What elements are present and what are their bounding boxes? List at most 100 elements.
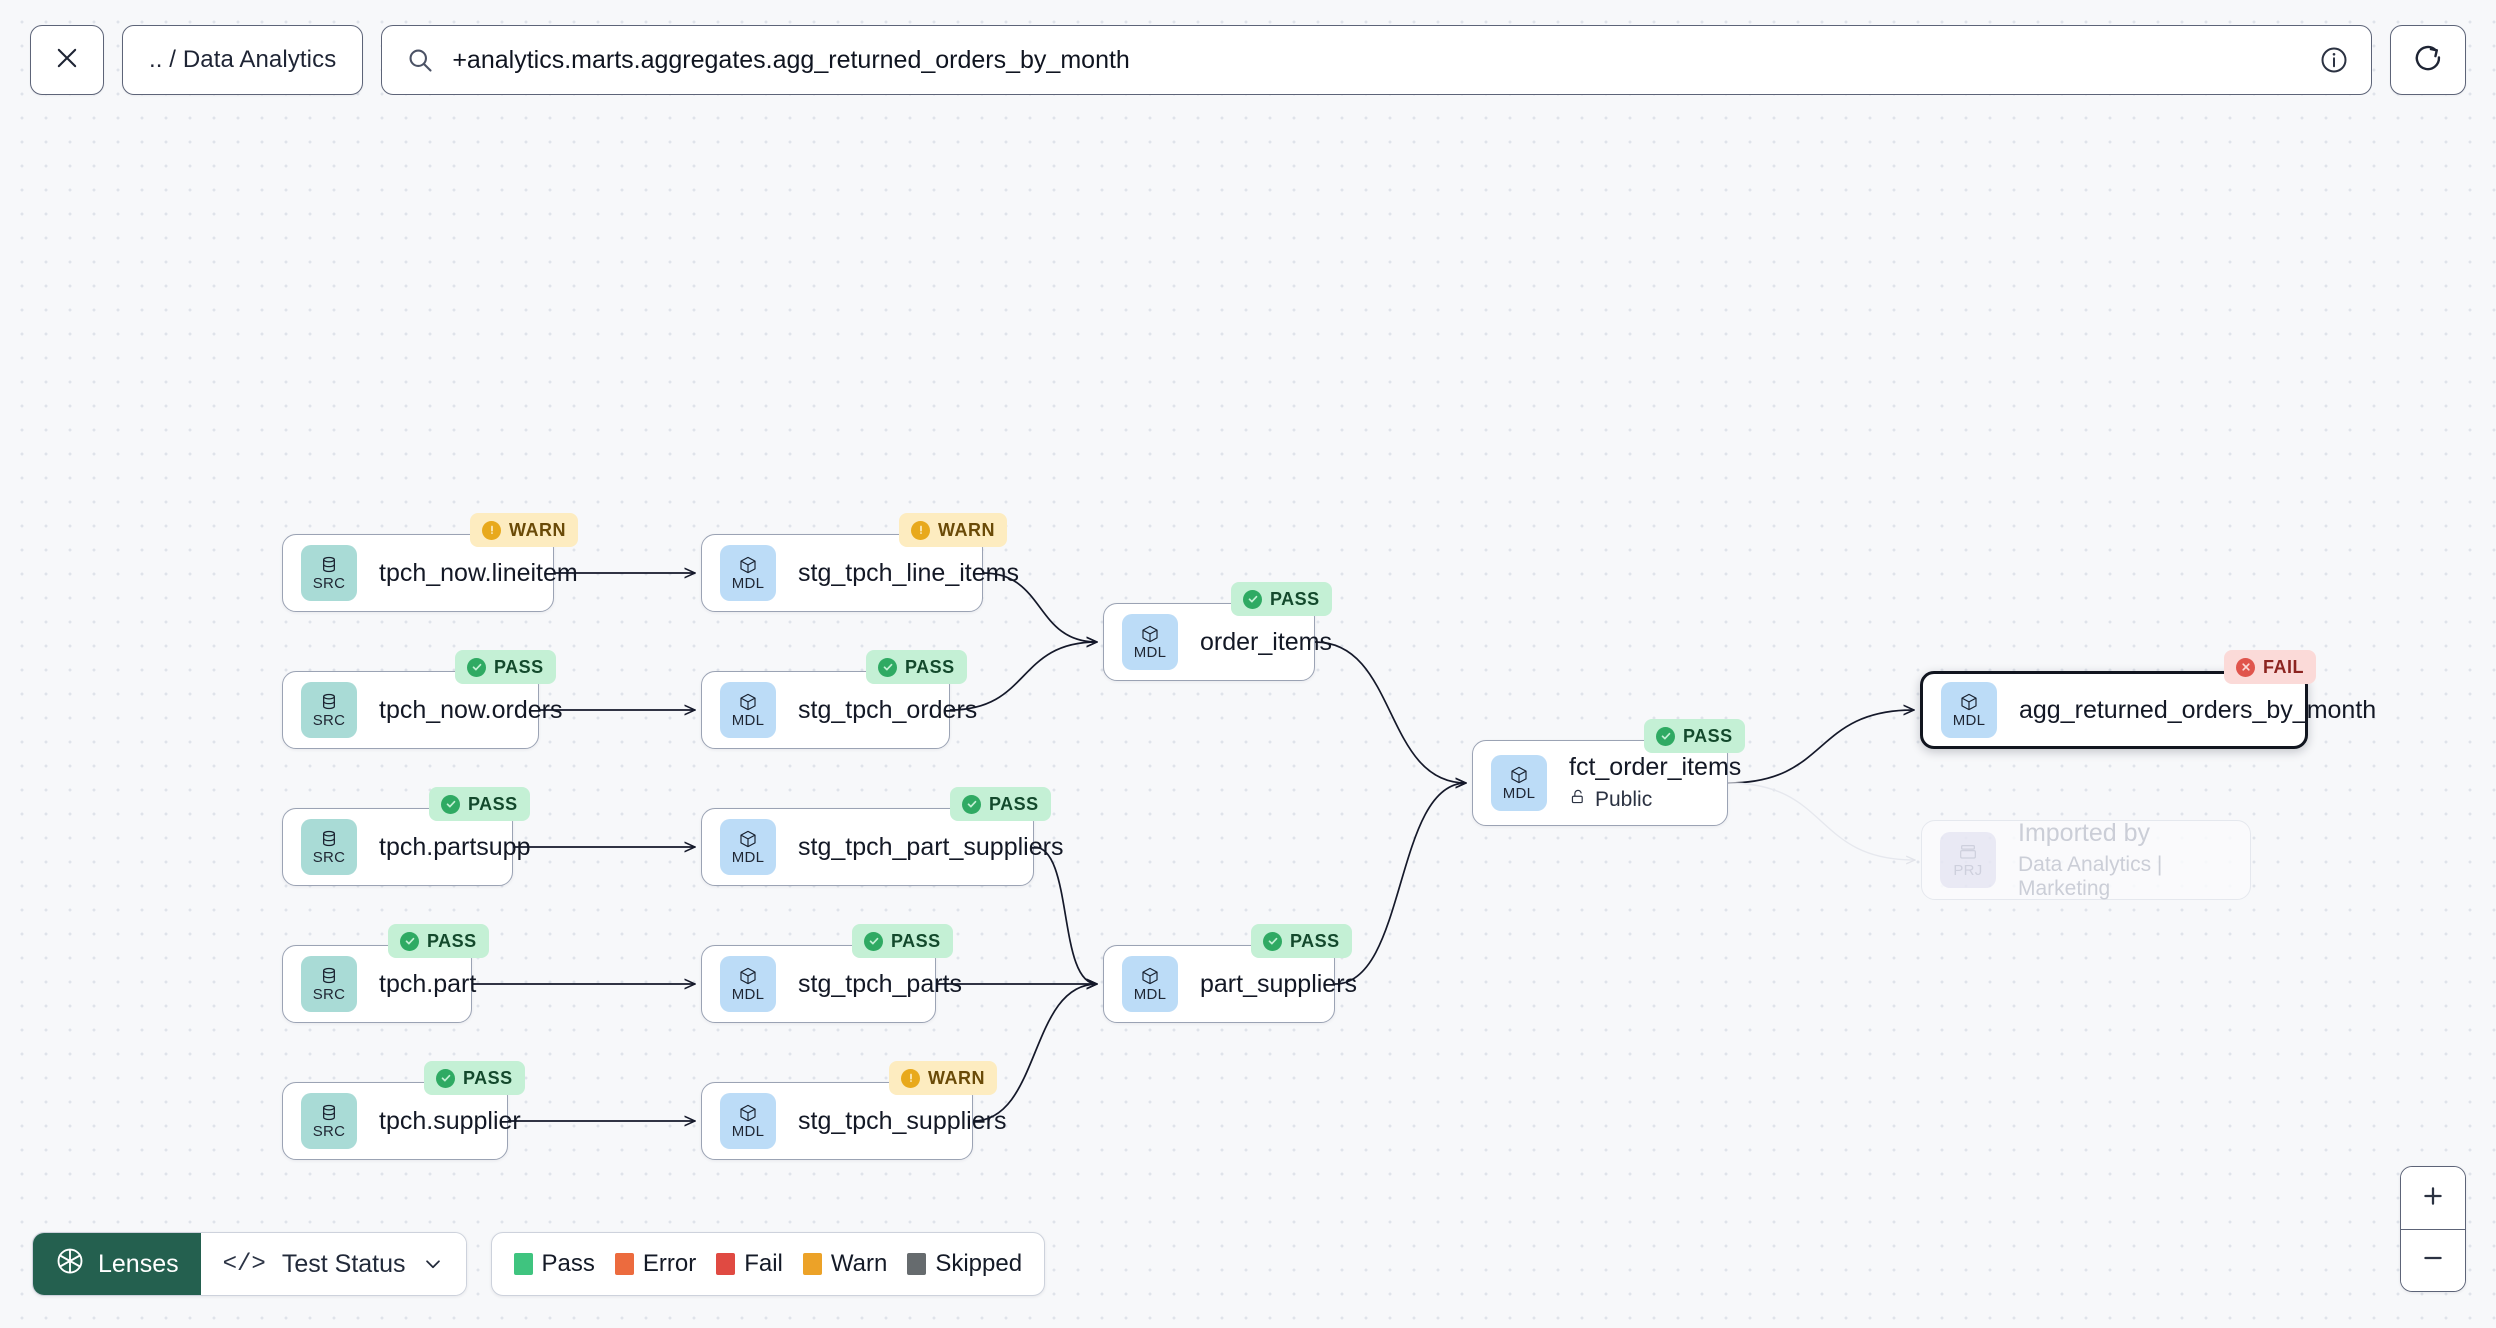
refresh-button[interactable] xyxy=(2390,25,2466,95)
legend-swatch xyxy=(716,1253,736,1275)
status-badge-pass[interactable]: PASS xyxy=(429,787,530,821)
minus-icon xyxy=(2420,1245,2446,1276)
status-badge-pass[interactable]: PASS xyxy=(866,650,967,684)
refresh-icon xyxy=(2412,42,2444,79)
breadcrumb-label: .. / Data Analytics xyxy=(149,46,337,73)
status-label: PASS xyxy=(905,656,955,677)
edge-stg_tpch_part_sup-to-part_suppliers xyxy=(1033,846,1097,984)
lineage-search-bar[interactable]: +analytics.marts.aggregates.agg_returned… xyxy=(381,25,2372,95)
legend-item-fail[interactable]: Fail xyxy=(716,1250,783,1278)
status-badge-pass[interactable]: PASS xyxy=(1231,582,1332,616)
src-type-badge: SRC xyxy=(301,956,357,1012)
status-badge-pass[interactable]: PASS xyxy=(1251,924,1352,958)
mdl-type-badge: MDL xyxy=(1122,956,1178,1012)
node-kind-label: SRC xyxy=(312,849,346,866)
node-kind-label: MDL xyxy=(731,986,765,1003)
status-pass-icon xyxy=(962,794,981,814)
info-icon[interactable] xyxy=(2319,45,2349,75)
mdl-type-badge: MDL xyxy=(720,819,776,875)
status-fail-icon xyxy=(2236,657,2255,677)
status-badge-pass[interactable]: PASS xyxy=(424,1061,525,1095)
legend-swatch xyxy=(907,1253,927,1275)
node-text: tpch.partsupp xyxy=(379,833,531,862)
status-pass-icon xyxy=(1243,589,1262,609)
status-badge-pass[interactable]: PASS xyxy=(388,924,489,958)
status-badge-warn[interactable]: WARN xyxy=(889,1061,997,1095)
status-badge-pass[interactable]: PASS xyxy=(852,924,953,958)
cube-icon xyxy=(1508,765,1530,785)
breadcrumb[interactable]: .. / Data Analytics xyxy=(122,25,364,95)
status-warn-icon xyxy=(482,520,501,540)
database-icon xyxy=(318,692,340,712)
zoom-out-button[interactable] xyxy=(2401,1229,2465,1291)
mdl-type-badge: MDL xyxy=(720,1093,776,1149)
lineage-node-stg_tpch_part_sup[interactable]: MDL stg_tpch_part_suppliers xyxy=(701,808,1064,886)
status-badge-pass[interactable]: PASS xyxy=(950,787,1051,821)
edge-fct_order_items-to-imported_by xyxy=(1727,782,1915,860)
status-label: PASS xyxy=(1683,725,1733,746)
legend-item-pass[interactable]: Pass xyxy=(513,1250,595,1278)
cube-icon xyxy=(1139,624,1161,644)
lenses-button[interactable]: Lenses xyxy=(33,1233,201,1295)
edge-part_suppliers-to-fct_order_items xyxy=(1334,783,1466,985)
lens-selector-label: Test Status xyxy=(281,1249,406,1278)
node-kind-label: MDL xyxy=(731,712,765,729)
status-pass-icon xyxy=(400,931,419,951)
plus-icon xyxy=(2420,1183,2446,1214)
close-button[interactable] xyxy=(30,25,104,95)
status-badge-pass[interactable]: PASS xyxy=(1644,719,1745,753)
node-text: agg_returned_orders_by_month xyxy=(2019,696,2376,725)
status-warn-icon xyxy=(911,520,930,540)
lens-selector[interactable]: </> Test Status xyxy=(200,1233,466,1295)
code-icon: </> xyxy=(222,1250,266,1278)
status-badge-warn[interactable]: WARN xyxy=(899,513,1007,547)
legend-swatch xyxy=(802,1253,822,1275)
node-kind-label: MDL xyxy=(731,849,765,866)
mdl-type-badge: MDL xyxy=(1122,614,1178,670)
lineage-node-tpch_partsupp[interactable]: SRC tpch.partsupp xyxy=(282,808,531,886)
status-label: PASS xyxy=(494,656,544,677)
status-badge-pass[interactable]: PASS xyxy=(455,650,556,684)
search-icon xyxy=(406,46,434,74)
status-warn-icon xyxy=(901,1068,920,1088)
node-text: stg_tpch_parts xyxy=(798,969,962,999)
node-title: stg_tpch_part_suppliers xyxy=(798,832,1064,861)
status-badge-fail[interactable]: FAIL xyxy=(2224,650,2316,684)
legend-item-error[interactable]: Error xyxy=(614,1250,696,1278)
lineage-node-stg_tpch_parts[interactable]: MDL stg_tpch_parts xyxy=(701,945,962,1023)
status-label: PASS xyxy=(1270,588,1320,609)
status-pass-icon xyxy=(864,931,883,951)
node-text: tpch.supplier xyxy=(379,1107,521,1136)
status-label: WARN xyxy=(509,519,566,540)
lenses-label: Lenses xyxy=(98,1249,179,1278)
zoom-in-button[interactable] xyxy=(2401,1167,2465,1229)
legend-item-skipped[interactable]: Skipped xyxy=(907,1250,1022,1278)
database-icon xyxy=(318,829,340,849)
status-badge-warn[interactable]: WARN xyxy=(470,513,578,547)
node-subtitle: Public xyxy=(1569,787,1727,813)
legend-item-warn[interactable]: Warn xyxy=(802,1250,887,1278)
close-icon xyxy=(53,44,81,77)
search-input[interactable]: +analytics.marts.aggregates.agg_returned… xyxy=(452,45,1130,74)
node-title: stg_tpch_parts xyxy=(798,969,962,998)
mdl-type-badge: MDL xyxy=(720,956,776,1012)
prj-type-badge: PRJ xyxy=(1940,832,1996,888)
src-type-badge: SRC xyxy=(301,819,357,875)
cube-icon xyxy=(1958,692,1980,712)
edge-fct_order_items-to-agg_returned xyxy=(1727,710,1914,784)
